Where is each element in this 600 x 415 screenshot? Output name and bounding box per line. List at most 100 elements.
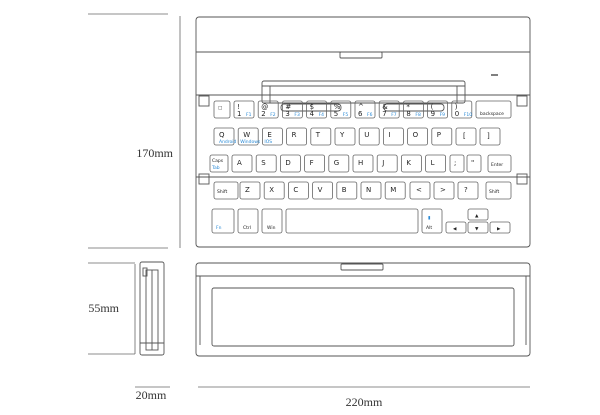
key-backspace[interactable]: backspace — [475, 100, 512, 119]
key-v-label: V — [318, 186, 323, 194]
arrow-down-icon: ▼ — [475, 227, 479, 232]
key-sym-1[interactable]: > — [433, 181, 455, 200]
key-6-shift-label: ^ — [358, 103, 364, 111]
android-label: Android — [219, 139, 237, 145]
key-caps-label: Caps — [212, 158, 224, 164]
key-sym-0[interactable]: < — [409, 181, 431, 200]
key-w-os-label: Windows — [240, 139, 261, 145]
width-dimension-label: 220mm — [346, 395, 383, 409]
key-shift-left[interactable]: Shift — [213, 181, 239, 200]
key-arrow-right[interactable]: ▶ — [489, 221, 511, 234]
key-z[interactable]: Z — [239, 181, 261, 200]
key-i[interactable]: I — [382, 127, 404, 146]
key-z-label: Z — [245, 186, 250, 194]
key-e-os-label: IOS — [264, 139, 272, 145]
key-5-fn-label: F5 — [343, 112, 349, 118]
key-shift-left-label: Shift — [217, 189, 227, 195]
key-b[interactable]: B — [336, 181, 358, 200]
key-c-label: C — [293, 186, 298, 194]
key-enter[interactable]: Enter — [487, 154, 512, 173]
key-f-label: F — [310, 159, 314, 167]
key-9-label: 9 — [431, 110, 435, 118]
key-row1-lead[interactable]: □ — [213, 100, 231, 119]
android-label-group: Android — [219, 139, 237, 145]
key-bracket-0[interactable]: [ — [455, 127, 477, 146]
key-k[interactable]: K — [400, 154, 422, 173]
arrow-right-icon: ▶ — [497, 227, 501, 232]
key-5-shift-label: % — [334, 103, 341, 111]
key-arrow-down[interactable]: ▼ — [467, 221, 489, 234]
key-m[interactable]: M — [384, 181, 406, 200]
key-7-shift-label: & — [382, 103, 388, 111]
key-h-label: H — [358, 159, 363, 167]
key-h[interactable]: H — [352, 154, 374, 173]
key-u[interactable]: U — [358, 127, 380, 146]
key-win-label: Win — [267, 225, 276, 231]
key-2-label: 2 — [261, 110, 265, 118]
key-sym-2[interactable]: ? — [457, 181, 479, 200]
key-e-label: E — [267, 131, 271, 139]
key-6-fn-label: F6 — [367, 112, 373, 118]
key-ctrl[interactable]: Ctrl — [237, 208, 259, 234]
key-alt-label: Alt — [426, 225, 432, 231]
key-fn[interactable]: Fn — [211, 208, 235, 234]
key-f[interactable]: F — [304, 154, 326, 173]
key-alt[interactable]: Alt▮ — [421, 208, 443, 234]
key-arrow-up[interactable]: ▲ — [467, 208, 489, 221]
key-space[interactable] — [285, 208, 419, 234]
key-punct-1[interactable]: " — [466, 154, 482, 173]
key-p[interactable]: P — [431, 127, 453, 146]
key-c[interactable]: C — [287, 181, 309, 200]
key-4-fn-label: F4 — [319, 112, 325, 118]
key-punct-0[interactable]: ; — [449, 154, 465, 173]
key-punct-1-label: " — [471, 159, 474, 167]
key-win[interactable]: Win — [261, 208, 283, 234]
key-w-label: W — [243, 131, 250, 139]
depth-dimension-label: 55mm — [88, 301, 119, 315]
key-o-label: O — [413, 131, 419, 139]
key-bracket-1-label: ] — [487, 132, 490, 140]
key-punct-0-label: ; — [454, 159, 456, 167]
key-y-label: Y — [339, 131, 345, 139]
key-3-shift-label: # — [285, 103, 291, 111]
key-tab-label: Tab — [211, 165, 220, 171]
key-bracket-1[interactable]: ] — [479, 127, 501, 146]
key-x[interactable]: X — [263, 181, 285, 200]
key-j[interactable]: J — [376, 154, 398, 173]
key-j-label: J — [381, 159, 384, 167]
key-arrow-left[interactable]: ◀ — [445, 221, 467, 234]
key-d[interactable]: D — [279, 154, 301, 173]
key-s[interactable]: S — [255, 154, 277, 173]
key-n[interactable]: N — [360, 181, 382, 200]
key-n-label: N — [366, 186, 371, 194]
key-v[interactable]: V — [312, 181, 334, 200]
key-7-fn-label: F7 — [391, 112, 397, 118]
key-t[interactable]: T — [310, 127, 332, 146]
key-r[interactable]: R — [286, 127, 308, 146]
key-a[interactable]: A — [231, 154, 253, 173]
key-backspace-label: backspace — [480, 111, 504, 117]
key-g[interactable]: G — [328, 154, 350, 173]
key-p-label: P — [437, 131, 441, 139]
key-l[interactable]: L — [425, 154, 447, 173]
key-q[interactable]: Q — [213, 127, 235, 146]
key-y[interactable]: Y — [334, 127, 356, 146]
key-shift-right[interactable]: Shift — [485, 181, 512, 200]
key-fn-label: Fn — [216, 225, 222, 231]
key-o[interactable]: O — [407, 127, 429, 146]
key-u-label: U — [364, 131, 369, 139]
